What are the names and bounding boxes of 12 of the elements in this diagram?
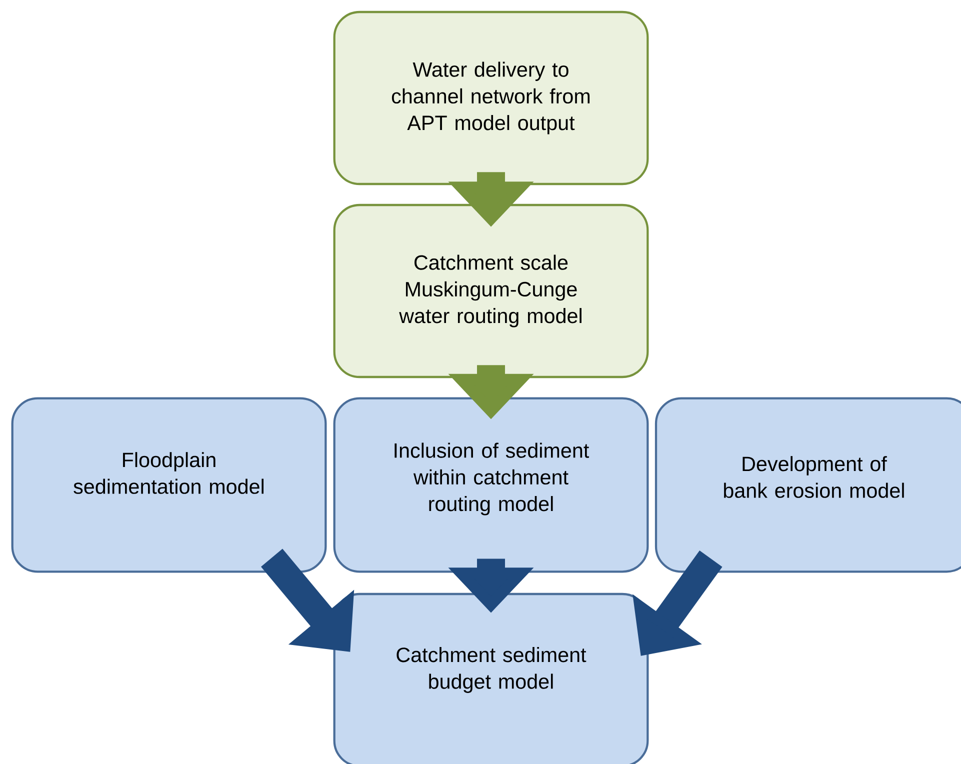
process-box: [11, 397, 327, 573]
node-label: Inclusion of sediment within catchment routing model: [394, 442, 590, 516]
process-box: [333, 10, 649, 186]
process-box: [333, 204, 649, 378]
node-label: Catchment scale Muskingum-Cunge water routing model: [399, 254, 582, 328]
node-label: Catchment sediment budget model: [396, 647, 586, 693]
process-box: [654, 397, 961, 573]
node-label: Development of bank erosion model: [724, 456, 904, 498]
node-label: Water delivery to channel network from APT model output: [392, 62, 590, 134]
process-box: [333, 592, 649, 764]
node-label: Floodplain sedimentation model: [74, 452, 264, 494]
process-box: [333, 397, 649, 573]
